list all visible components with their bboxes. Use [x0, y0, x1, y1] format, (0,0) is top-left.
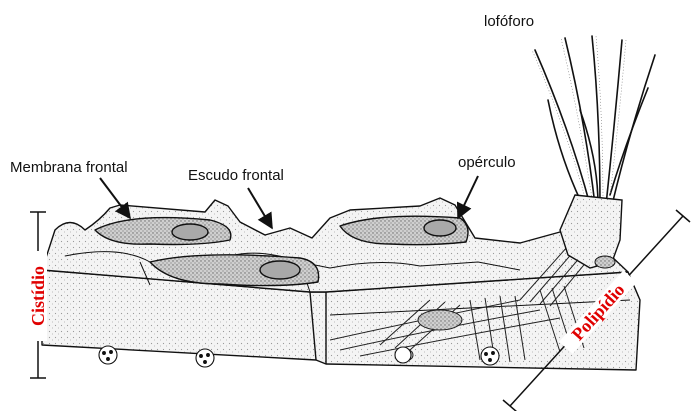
- label-cistidio: Cistídio: [29, 251, 47, 341]
- colony-body: [42, 198, 640, 370]
- label-escudo-frontal: Escudo frontal: [188, 168, 284, 183]
- lophophore-drawing: [535, 36, 655, 210]
- label-operculo: opérculo: [458, 155, 516, 170]
- label-lofoforo: lofóforo: [484, 14, 534, 29]
- label-membrana-frontal: Membrana frontal: [10, 160, 128, 175]
- operculo-arrow: [458, 176, 478, 218]
- escudo-arrow: [248, 188, 272, 228]
